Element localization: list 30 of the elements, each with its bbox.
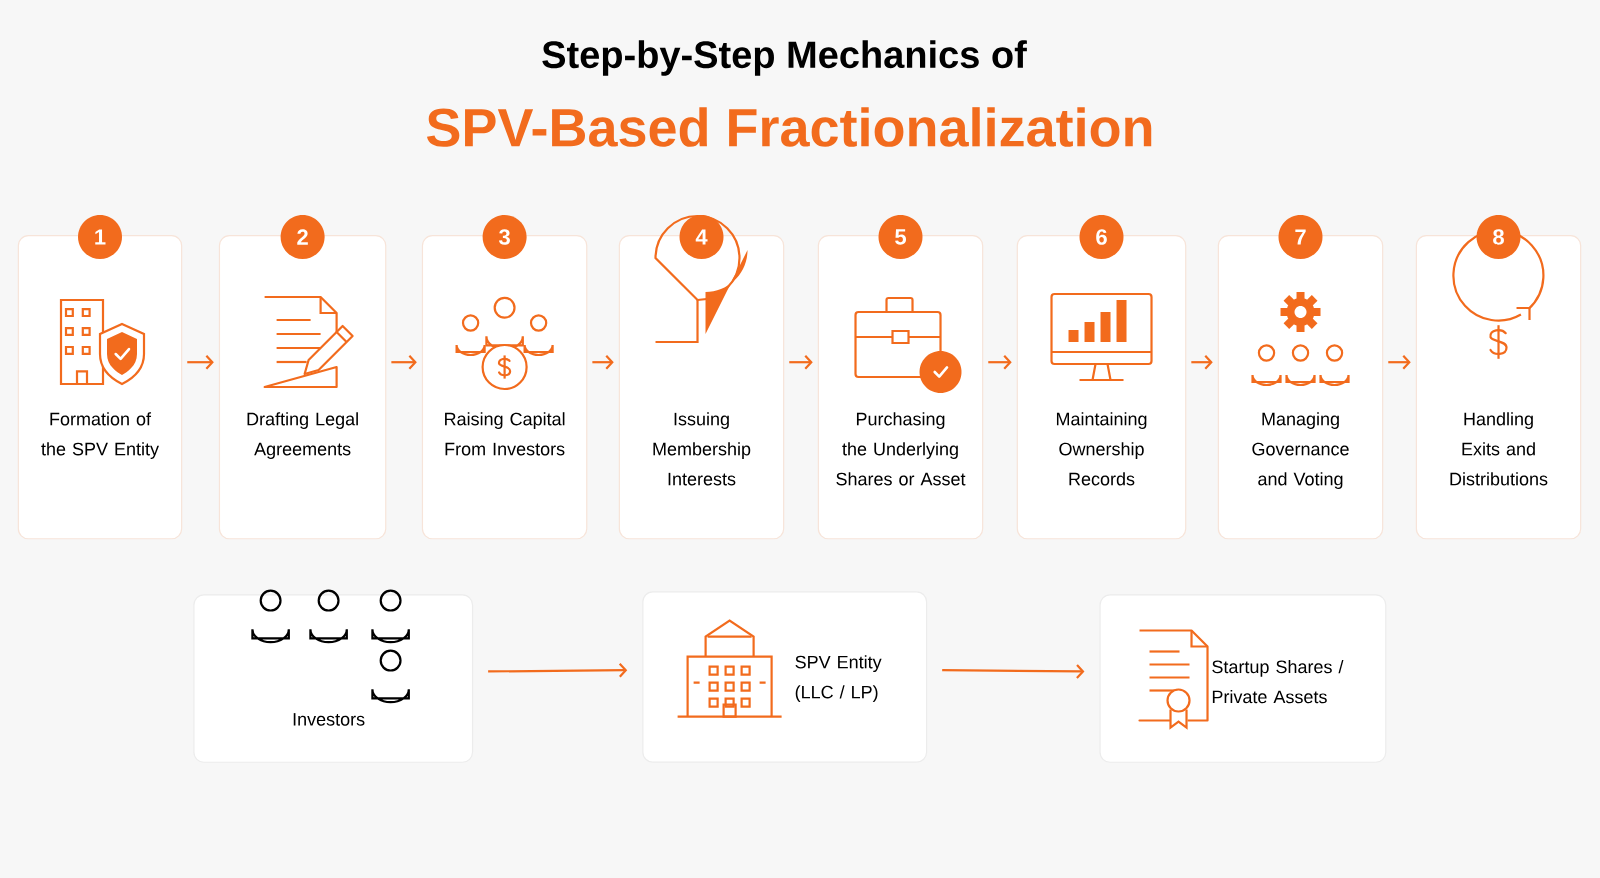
arrow: [592, 354, 614, 370]
arrow: [942, 664, 1085, 679]
arrow: [187, 354, 214, 370]
title: Step-by-Step Mechanics of: [542, 40, 1027, 76]
step-label: Formation of the SPV Entity: [41, 412, 159, 459]
arrow: [789, 354, 813, 370]
step-number: 7: [1278, 215, 1323, 259]
step-label: Maintaining Ownership Records: [1056, 412, 1147, 486]
step-number: 3: [482, 215, 527, 259]
step-label: Purchasing the Underlying Shares or Asset: [836, 412, 966, 486]
box-label: Investors: [293, 713, 365, 726]
arrow: [488, 662, 628, 678]
subtitle: SPV-Based Fractionalization: [426, 107, 1152, 147]
step-number: 6: [1079, 215, 1124, 259]
step-number: 2: [280, 215, 325, 259]
box-label: Startup Shares / Private Assets: [1212, 660, 1344, 704]
arrow: [1388, 354, 1411, 370]
step-number: 5: [878, 215, 923, 259]
box-label: SPV Entity (LLC / LP): [795, 655, 882, 702]
step-label: Issuing Membership Interests: [653, 412, 751, 486]
step-label: Drafting Legal Agreements: [247, 412, 358, 459]
step-label: Handling Exits and Distributions: [1450, 412, 1548, 486]
step-label: Raising Capital From Investors: [445, 412, 565, 456]
step-number: 1: [78, 215, 122, 259]
arrow: [988, 354, 1012, 370]
step-label: Managing Governance and Voting: [1252, 412, 1349, 489]
arrow: [1191, 354, 1213, 370]
arrow: [391, 354, 417, 370]
step-number: 4: [679, 215, 724, 259]
step-number: 8: [1476, 215, 1521, 259]
